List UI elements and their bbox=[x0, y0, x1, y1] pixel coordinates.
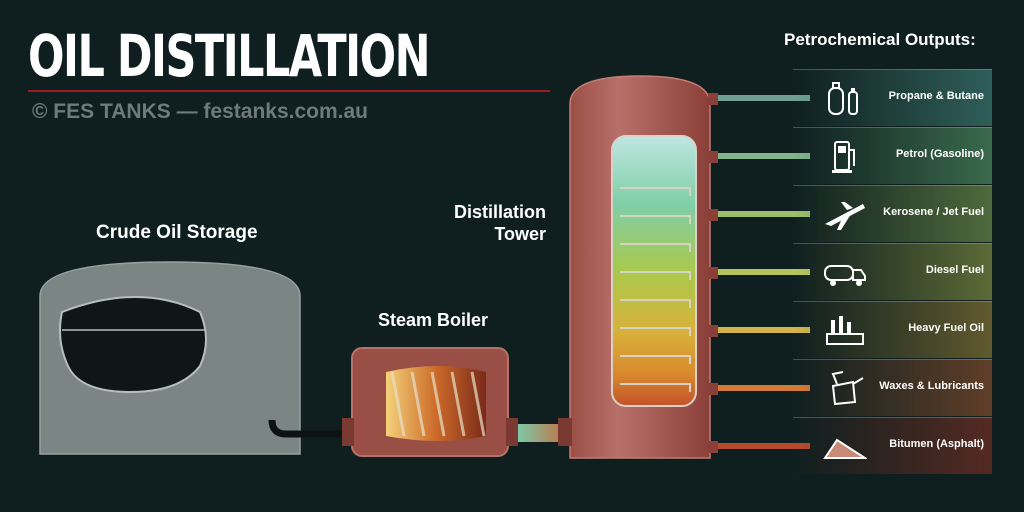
output-row-heavy-fuel-oil: Heavy Fuel Oil bbox=[793, 301, 992, 358]
distillation-tower-label-line1: Distillation bbox=[453, 202, 546, 222]
boiler-to-tower-pipe bbox=[518, 424, 570, 442]
airplane-icon bbox=[825, 202, 865, 230]
output-label: Bitumen (Asphalt) bbox=[889, 438, 984, 450]
output-label: Heavy Fuel Oil bbox=[908, 322, 984, 334]
output-row-kerosene: Kerosene / Jet Fuel bbox=[793, 185, 992, 242]
page-title: OIL DISTILLATION bbox=[28, 22, 431, 90]
outputs-heading: Petrochemical Outputs: bbox=[784, 30, 976, 49]
output-row-diesel: Diesel Fuel bbox=[793, 243, 992, 300]
output-label: Petrol (Gasoline) bbox=[895, 148, 984, 160]
tower-output-pipes bbox=[708, 93, 810, 453]
output-label: Waxes & Lubricants bbox=[879, 380, 984, 392]
tanker-truck-icon bbox=[824, 265, 866, 286]
distillation-tower bbox=[558, 75, 711, 459]
asphalt-icon bbox=[823, 438, 867, 459]
output-row-propane-butane: Propane & Butane bbox=[793, 69, 992, 126]
output-row-bitumen: Bitumen (Asphalt) bbox=[793, 417, 992, 474]
crude-outlet-pipe bbox=[268, 419, 348, 438]
title-underline bbox=[28, 90, 550, 92]
output-label: Propane & Butane bbox=[888, 90, 984, 102]
factory-icon bbox=[826, 316, 864, 345]
output-label: Diesel Fuel bbox=[925, 264, 984, 276]
distillation-tower-label-line2: Tower bbox=[494, 224, 546, 244]
crude-oil-storage-label: Crude Oil Storage bbox=[96, 222, 258, 243]
output-row-waxes-lubricants: Waxes & Lubricants bbox=[793, 359, 992, 416]
steam-boiler bbox=[342, 347, 518, 457]
crude-oil-tank bbox=[39, 261, 301, 455]
output-row-petrol: Petrol (Gasoline) bbox=[793, 127, 992, 184]
output-label: Kerosene / Jet Fuel bbox=[883, 206, 984, 218]
distillation-tower-label: Distillation Tower bbox=[450, 201, 546, 245]
gas-cylinders-icon bbox=[828, 82, 858, 115]
steam-boiler-label: Steam Boiler bbox=[378, 310, 489, 330]
outputs-list: Propane & Butane Petrol (Gasoline) Keros… bbox=[793, 69, 992, 475]
credit-text: © FES TANKS — festanks.com.au bbox=[32, 100, 368, 123]
oil-can-icon bbox=[831, 371, 864, 406]
fuel-pump-icon bbox=[832, 141, 855, 173]
